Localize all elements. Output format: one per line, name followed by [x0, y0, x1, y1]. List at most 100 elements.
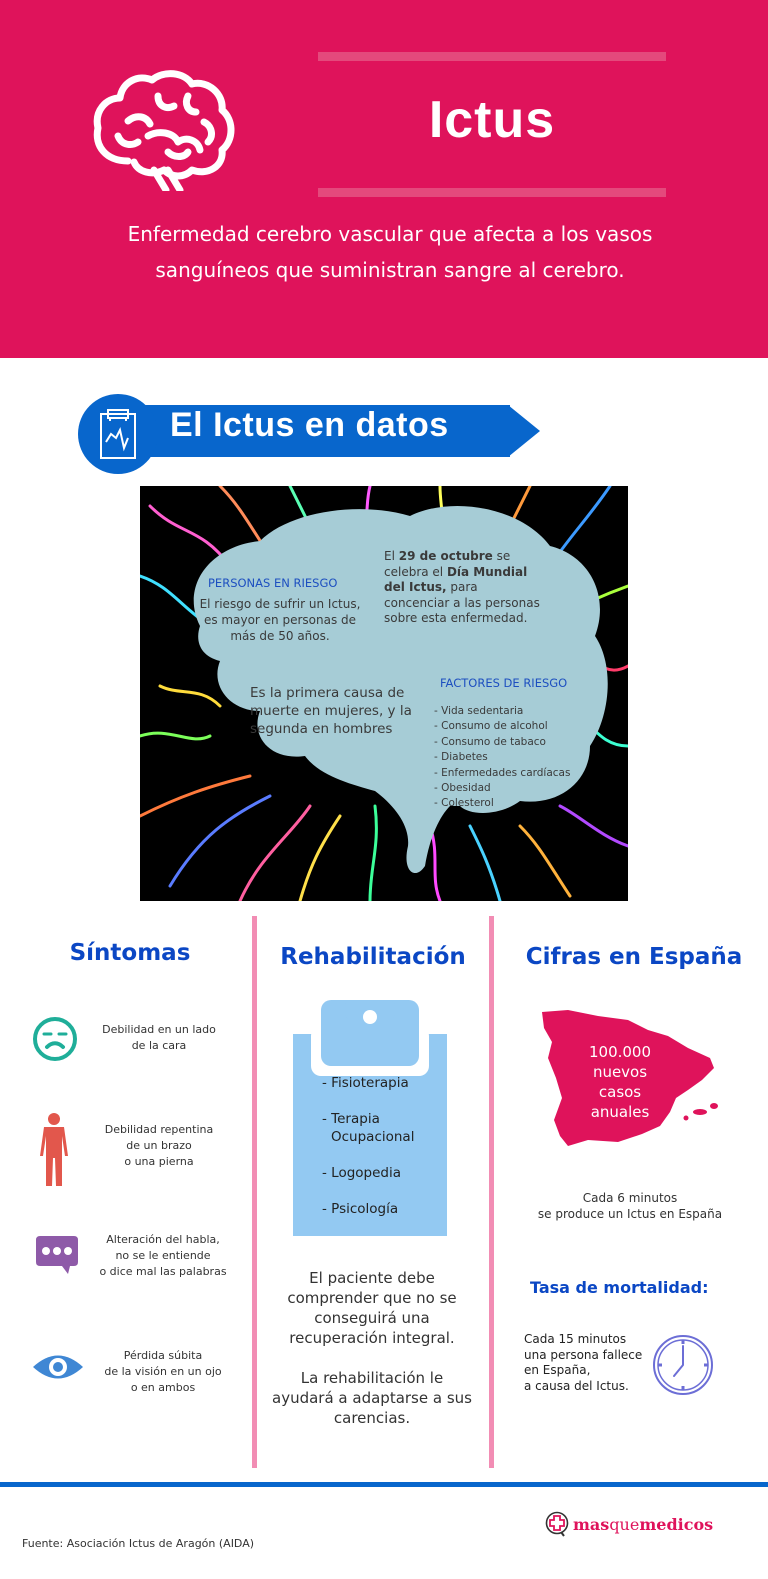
- riesgo-line-1: El riesgo de sufrir un Ictus,: [199, 597, 361, 611]
- cases-line: 100.000: [588, 1043, 652, 1061]
- cada15-line: en España,: [524, 1363, 591, 1377]
- logo-part: mas: [573, 1514, 610, 1534]
- brain-icon: [93, 70, 235, 191]
- decorative-bar-top: [318, 52, 666, 61]
- section-title: El Ictus en datos: [170, 406, 449, 444]
- symptom-line: Debilidad repentina: [104, 1123, 214, 1136]
- clipboard-chart-icon: [100, 409, 136, 459]
- cada-15-minutos-text: Cada 15 minutos una persona fallece en E…: [524, 1332, 642, 1394]
- symptom-text: Pérdida súbita de la visión en un ojo o …: [78, 1348, 248, 1396]
- factor-item: - Consumo de tabaco: [434, 735, 546, 748]
- footer-divider: [0, 1482, 768, 1487]
- factor-item: - Consumo de alcohol: [434, 720, 548, 733]
- subtitle-line-2: sanguíneos que suministran sangre al cer…: [155, 258, 625, 282]
- factor-item: - Diabetes: [434, 751, 488, 764]
- banner-arrow: [508, 405, 540, 457]
- factor-item: - Vida sedentaria: [434, 705, 524, 717]
- sintomas-title: Síntomas: [69, 940, 191, 966]
- dia-event: Día Mundial del Ictus,: [384, 564, 528, 595]
- spain-cases-text: 100.000 nuevos casos anuales: [570, 1042, 670, 1122]
- rehab-note-1: El paciente debe comprender que no se co…: [262, 1268, 482, 1348]
- sad-face-icon: [33, 1017, 77, 1061]
- symptom-text: Debilidad repentina de un brazo o una pi…: [84, 1122, 234, 1170]
- dia-post: para concenciar a las personas sobre est…: [384, 580, 540, 625]
- rehab-note-2: La rehabilitación le ayudará a adaptarse…: [262, 1368, 482, 1428]
- section-banner: El Ictus en datos: [78, 394, 540, 474]
- cases-line: nuevos: [592, 1063, 648, 1081]
- logo-part: que: [609, 1514, 640, 1534]
- clock-icon: [653, 1335, 713, 1395]
- symptom-line: Debilidad en un lado: [102, 1023, 216, 1036]
- rehab-item: - Fisioterapia: [322, 1075, 409, 1091]
- dia-date: 29 de octubre: [398, 549, 493, 563]
- note-line: La rehabilitación le: [300, 1369, 444, 1387]
- clipboard-icon: [293, 1000, 447, 1236]
- page-title: Ictus: [428, 91, 556, 149]
- rehab-item-continued: Ocupacional: [331, 1129, 415, 1145]
- rehab-item: - Terapia: [322, 1111, 380, 1127]
- symptom-line: o dice mal las palabras: [99, 1265, 227, 1278]
- cada6-line: Cada 6 minutos: [582, 1191, 678, 1205]
- rehabilitacion-title: Rehabilitación: [280, 944, 466, 970]
- mortalidad-title: Tasa de mortalidad:: [530, 1278, 709, 1297]
- cada15-line: una persona fallece: [524, 1347, 643, 1362]
- symptom-text: Alteración del habla, no se le entiende …: [88, 1232, 238, 1280]
- dia-mundial-text: El 29 de octubre se celebra el Día Mundi…: [384, 549, 544, 627]
- rehabilitacion-list: - Fisioterapia - Terapia Ocupacional - L…: [322, 1074, 414, 1236]
- note-line: El paciente debe: [309, 1269, 435, 1287]
- decorative-bar-bottom: [318, 188, 666, 197]
- symptom-line: no se le entiende: [115, 1249, 211, 1262]
- eye-icon: [33, 1355, 83, 1379]
- cada-6-minutos-text: Cada 6 minutos se produce un Ictus en Es…: [510, 1190, 750, 1222]
- rehab-item: - Logopedia: [322, 1165, 402, 1181]
- symptom-text: Debilidad en un lado de la cara: [84, 1022, 234, 1054]
- dia-mid: se celebra el: [384, 549, 511, 579]
- logo-part: medicos: [639, 1514, 714, 1534]
- banner-ribbon: [118, 405, 510, 457]
- cifras-title: Cifras en España: [525, 944, 743, 970]
- neuron-background: [140, 486, 628, 901]
- factores-riesgo-list: - Vida sedentaria - Consumo de alcohol -…: [434, 704, 570, 812]
- factor-item: - Enfermedades cardíacas: [434, 766, 571, 779]
- masquemedicos-logo[interactable]: masquemedicos: [545, 1511, 713, 1537]
- cases-line: casos: [598, 1083, 642, 1101]
- cada15-line: Cada 15 minutos: [524, 1332, 627, 1346]
- header: Ictus Enfermedad cerebro vascular que af…: [0, 0, 768, 358]
- note-line: carencias.: [333, 1409, 411, 1427]
- symptom-line: de la cara: [131, 1039, 187, 1052]
- note-line: comprender que no se: [287, 1289, 457, 1307]
- symptom-line: de un brazo: [126, 1139, 192, 1152]
- personas-riesgo-text: El riesgo de sufrir un Ictus, es mayor e…: [190, 596, 370, 644]
- symptom-line: Alteración del habla,: [106, 1233, 220, 1246]
- column-divider-2: [489, 916, 494, 1468]
- column-divider-1: [252, 916, 257, 1468]
- page-subtitle: Enfermedad cerebro vascular que afecta a…: [40, 216, 740, 288]
- note-line: recuperación integral.: [289, 1329, 455, 1347]
- factor-item: - Colesterol: [434, 797, 494, 810]
- brain-silhouette: [193, 506, 608, 874]
- factores-riesgo-heading: FACTORES DE RIESGO: [440, 676, 568, 690]
- riesgo-line-2: es mayor en personas de: [203, 613, 357, 627]
- dia-pre: El: [384, 549, 399, 563]
- note-line: conseguirá una: [314, 1309, 430, 1327]
- symptom-line: o en ambos: [130, 1381, 196, 1394]
- personas-riesgo-heading: PERSONAS EN RIESGO: [208, 576, 338, 590]
- cases-line: anuales: [590, 1103, 650, 1121]
- brain-facts-image: PERSONAS EN RIESGO El riesgo de sufrir u…: [140, 486, 628, 901]
- symptom-line: o una pierna: [124, 1155, 194, 1168]
- logo-text: masquemedicos: [573, 1515, 713, 1534]
- human-body-icon: [40, 1113, 68, 1186]
- medical-cross-icon: [545, 1511, 569, 1537]
- spain-map-icon: [542, 1010, 718, 1146]
- symptom-line: Pérdida súbita: [123, 1349, 203, 1362]
- source-citation: Fuente: Asociación Ictus de Aragón (AIDA…: [22, 1537, 255, 1550]
- symptom-line: de la visión en un ojo: [104, 1365, 222, 1378]
- cada6-line: se produce un Ictus en España: [537, 1207, 723, 1221]
- riesgo-line-3: más de 50 años.: [230, 629, 330, 643]
- speech-bubble-icon: [36, 1236, 78, 1274]
- rehab-item: - Psicología: [322, 1201, 399, 1217]
- note-line: ayudará a adaptarse a sus: [272, 1389, 472, 1407]
- causa-muerte-text: Es la primera causa de muerte en mujeres…: [250, 685, 412, 737]
- subtitle-line-1: Enfermedad cerebro vascular que afecta a…: [127, 222, 653, 246]
- factor-item: - Obesidad: [434, 782, 491, 795]
